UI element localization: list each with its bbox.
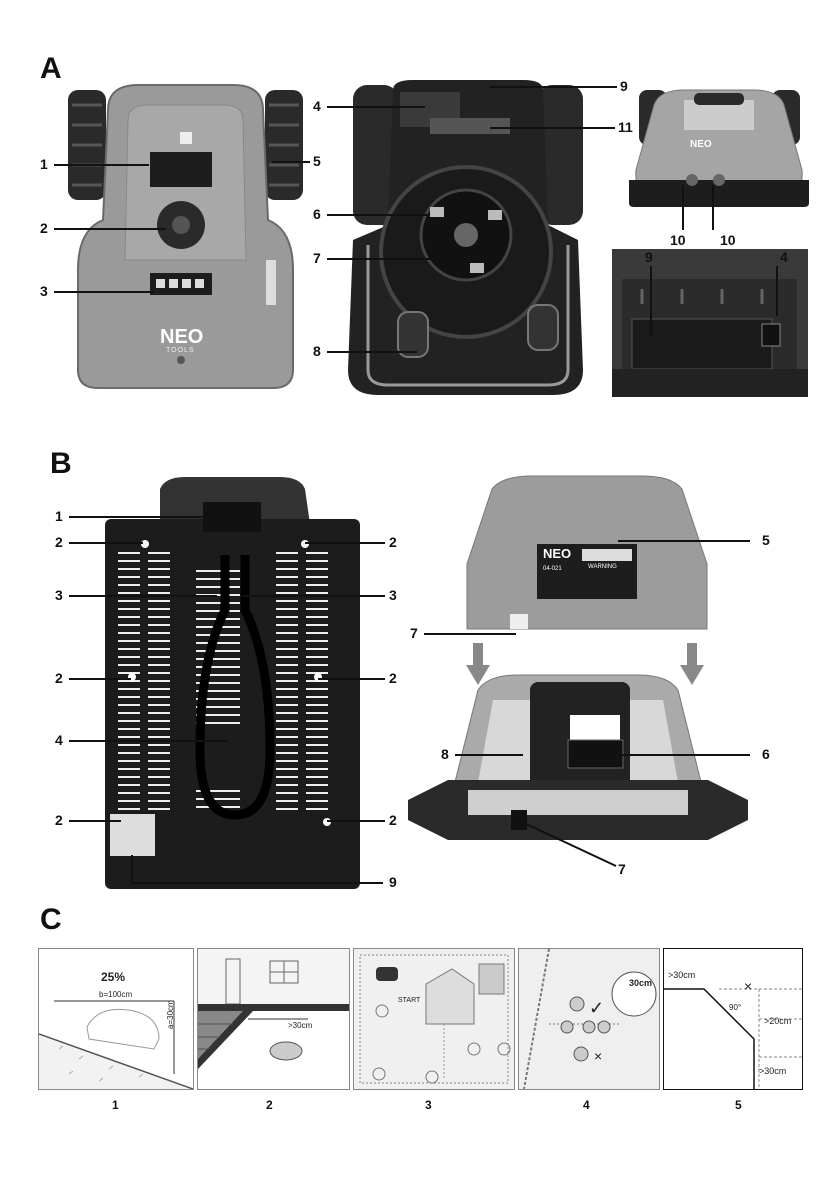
label-b2-br: 2: [389, 813, 397, 827]
brand-sub-top: TOOLS: [166, 347, 195, 355]
label-b2-ml: 2: [55, 671, 63, 685]
label-b9: 9: [389, 875, 397, 889]
label-b3-right: 3: [389, 588, 397, 602]
brand-logo-front: NEO: [690, 140, 712, 150]
label-a4-detail: 4: [780, 250, 788, 264]
label-b1: 1: [55, 509, 63, 523]
leader-b9: [131, 882, 383, 884]
leader-b2-tr: [305, 542, 385, 544]
leader-a5: [272, 161, 310, 163]
panel-4-ok-icon: ✓: [589, 999, 604, 1017]
section-c-letter: C: [40, 903, 62, 937]
leader-a10-right: [712, 185, 714, 230]
label-a10-left: 10: [670, 233, 686, 247]
leader-b3-left: [69, 595, 217, 597]
label-b2-tl: 2: [55, 535, 63, 549]
panel-4-caption: 4: [583, 1098, 590, 1112]
label-a4: 4: [313, 99, 321, 113]
panel-3-start: START: [398, 997, 420, 1005]
panel-5-bad-icon: ×: [744, 979, 752, 993]
label-a1: 1: [40, 157, 48, 171]
leader-a10-left: [682, 185, 684, 230]
leader-a2: [54, 228, 166, 230]
panel-1-b-label: b=100cm: [99, 991, 132, 999]
label-b3-left: 3: [55, 588, 63, 602]
leader-b2-mr: [318, 678, 385, 680]
label-a6: 6: [313, 207, 321, 221]
leader-b7-bottom: [520, 820, 620, 870]
leader-a9: [490, 86, 617, 88]
panel-4-corridor: 30cm ✓ ×: [518, 948, 660, 1090]
label-b2-tr: 2: [389, 535, 397, 549]
panel-2-dist: >30cm: [288, 1022, 312, 1030]
panel-5-mid: >20cm: [764, 1017, 791, 1025]
panel-1-percent: 25%: [101, 971, 125, 983]
label-a3: 3: [40, 284, 48, 298]
leader-a7: [327, 258, 445, 260]
label-a7: 7: [313, 251, 321, 265]
leader-b2-ml: [69, 678, 131, 680]
brand-logo-top: NEO: [160, 327, 203, 347]
leader-b1: [69, 516, 211, 518]
label-b2-bl: 2: [55, 813, 63, 827]
leader-a4-detail: [776, 266, 778, 316]
panel-5-angle-text: 90°: [729, 1004, 741, 1012]
leader-a4: [327, 106, 425, 108]
panel-4-drawing: [519, 949, 659, 1089]
station-cover: [462, 474, 712, 636]
label-a10-right: 10: [720, 233, 736, 247]
label-a9-detail: 9: [645, 250, 653, 264]
panel-2-drawing: [198, 949, 349, 1089]
panel-1-slope: 25% b=100cm a=30cm: [38, 948, 194, 1090]
leader-b6: [605, 754, 750, 756]
leader-a3: [54, 291, 154, 293]
label-b7-top: 7: [410, 626, 418, 640]
leader-b3-right: [240, 595, 385, 597]
panel-4-bad-icon: ×: [594, 1049, 602, 1063]
panel-3-drawing: [354, 949, 514, 1089]
leader-b9-vertical: [131, 855, 133, 883]
leader-b5: [618, 540, 750, 542]
label-b2-mr: 2: [389, 671, 397, 685]
panel-5-bottom: >30cm: [759, 1067, 786, 1075]
label-b4: 4: [55, 733, 63, 747]
leader-a1: [54, 164, 149, 166]
panel-5-angle: >30cm × 90° >20cm >30cm: [663, 948, 803, 1090]
plate-warning: WARNING: [588, 564, 617, 570]
panel-5-caption: 5: [735, 1098, 742, 1112]
panel-5-top: >30cm: [668, 971, 695, 979]
battery-detail-view: [612, 249, 808, 397]
panel-3-caption: 3: [425, 1098, 432, 1112]
label-b6: 6: [762, 747, 770, 761]
panel-1-a-label: a=30cm: [167, 1000, 175, 1029]
station-fix-points: [105, 474, 360, 889]
panel-1-caption: 1: [112, 1098, 119, 1112]
leader-a9-detail: [650, 266, 652, 336]
leader-b2-tl: [69, 542, 143, 544]
leader-a11: [490, 127, 615, 129]
leader-b2-br: [327, 820, 385, 822]
plate-model: 04-021: [543, 566, 562, 572]
label-a2: 2: [40, 221, 48, 235]
panel-3-layout: START: [353, 948, 515, 1090]
label-b5: 5: [762, 533, 770, 547]
label-b8: 8: [441, 747, 449, 761]
leader-b4: [69, 740, 229, 742]
leader-b2-bl: [69, 820, 121, 822]
label-a5: 5: [313, 154, 321, 168]
mower-front-view: [624, 85, 814, 215]
label-a8: 8: [313, 344, 321, 358]
section-a-letter: A: [40, 52, 62, 86]
plate-brand: NEO: [543, 547, 571, 560]
section-b-letter: B: [50, 447, 72, 481]
panel-2-caption: 2: [266, 1098, 273, 1112]
leader-b8: [455, 754, 523, 756]
panel-4-dist: 30cm: [629, 979, 652, 987]
leader-a6: [327, 214, 430, 216]
panel-2-wall: >30cm: [197, 948, 350, 1090]
leader-b7-top: [424, 633, 516, 635]
leader-a8: [327, 351, 417, 353]
